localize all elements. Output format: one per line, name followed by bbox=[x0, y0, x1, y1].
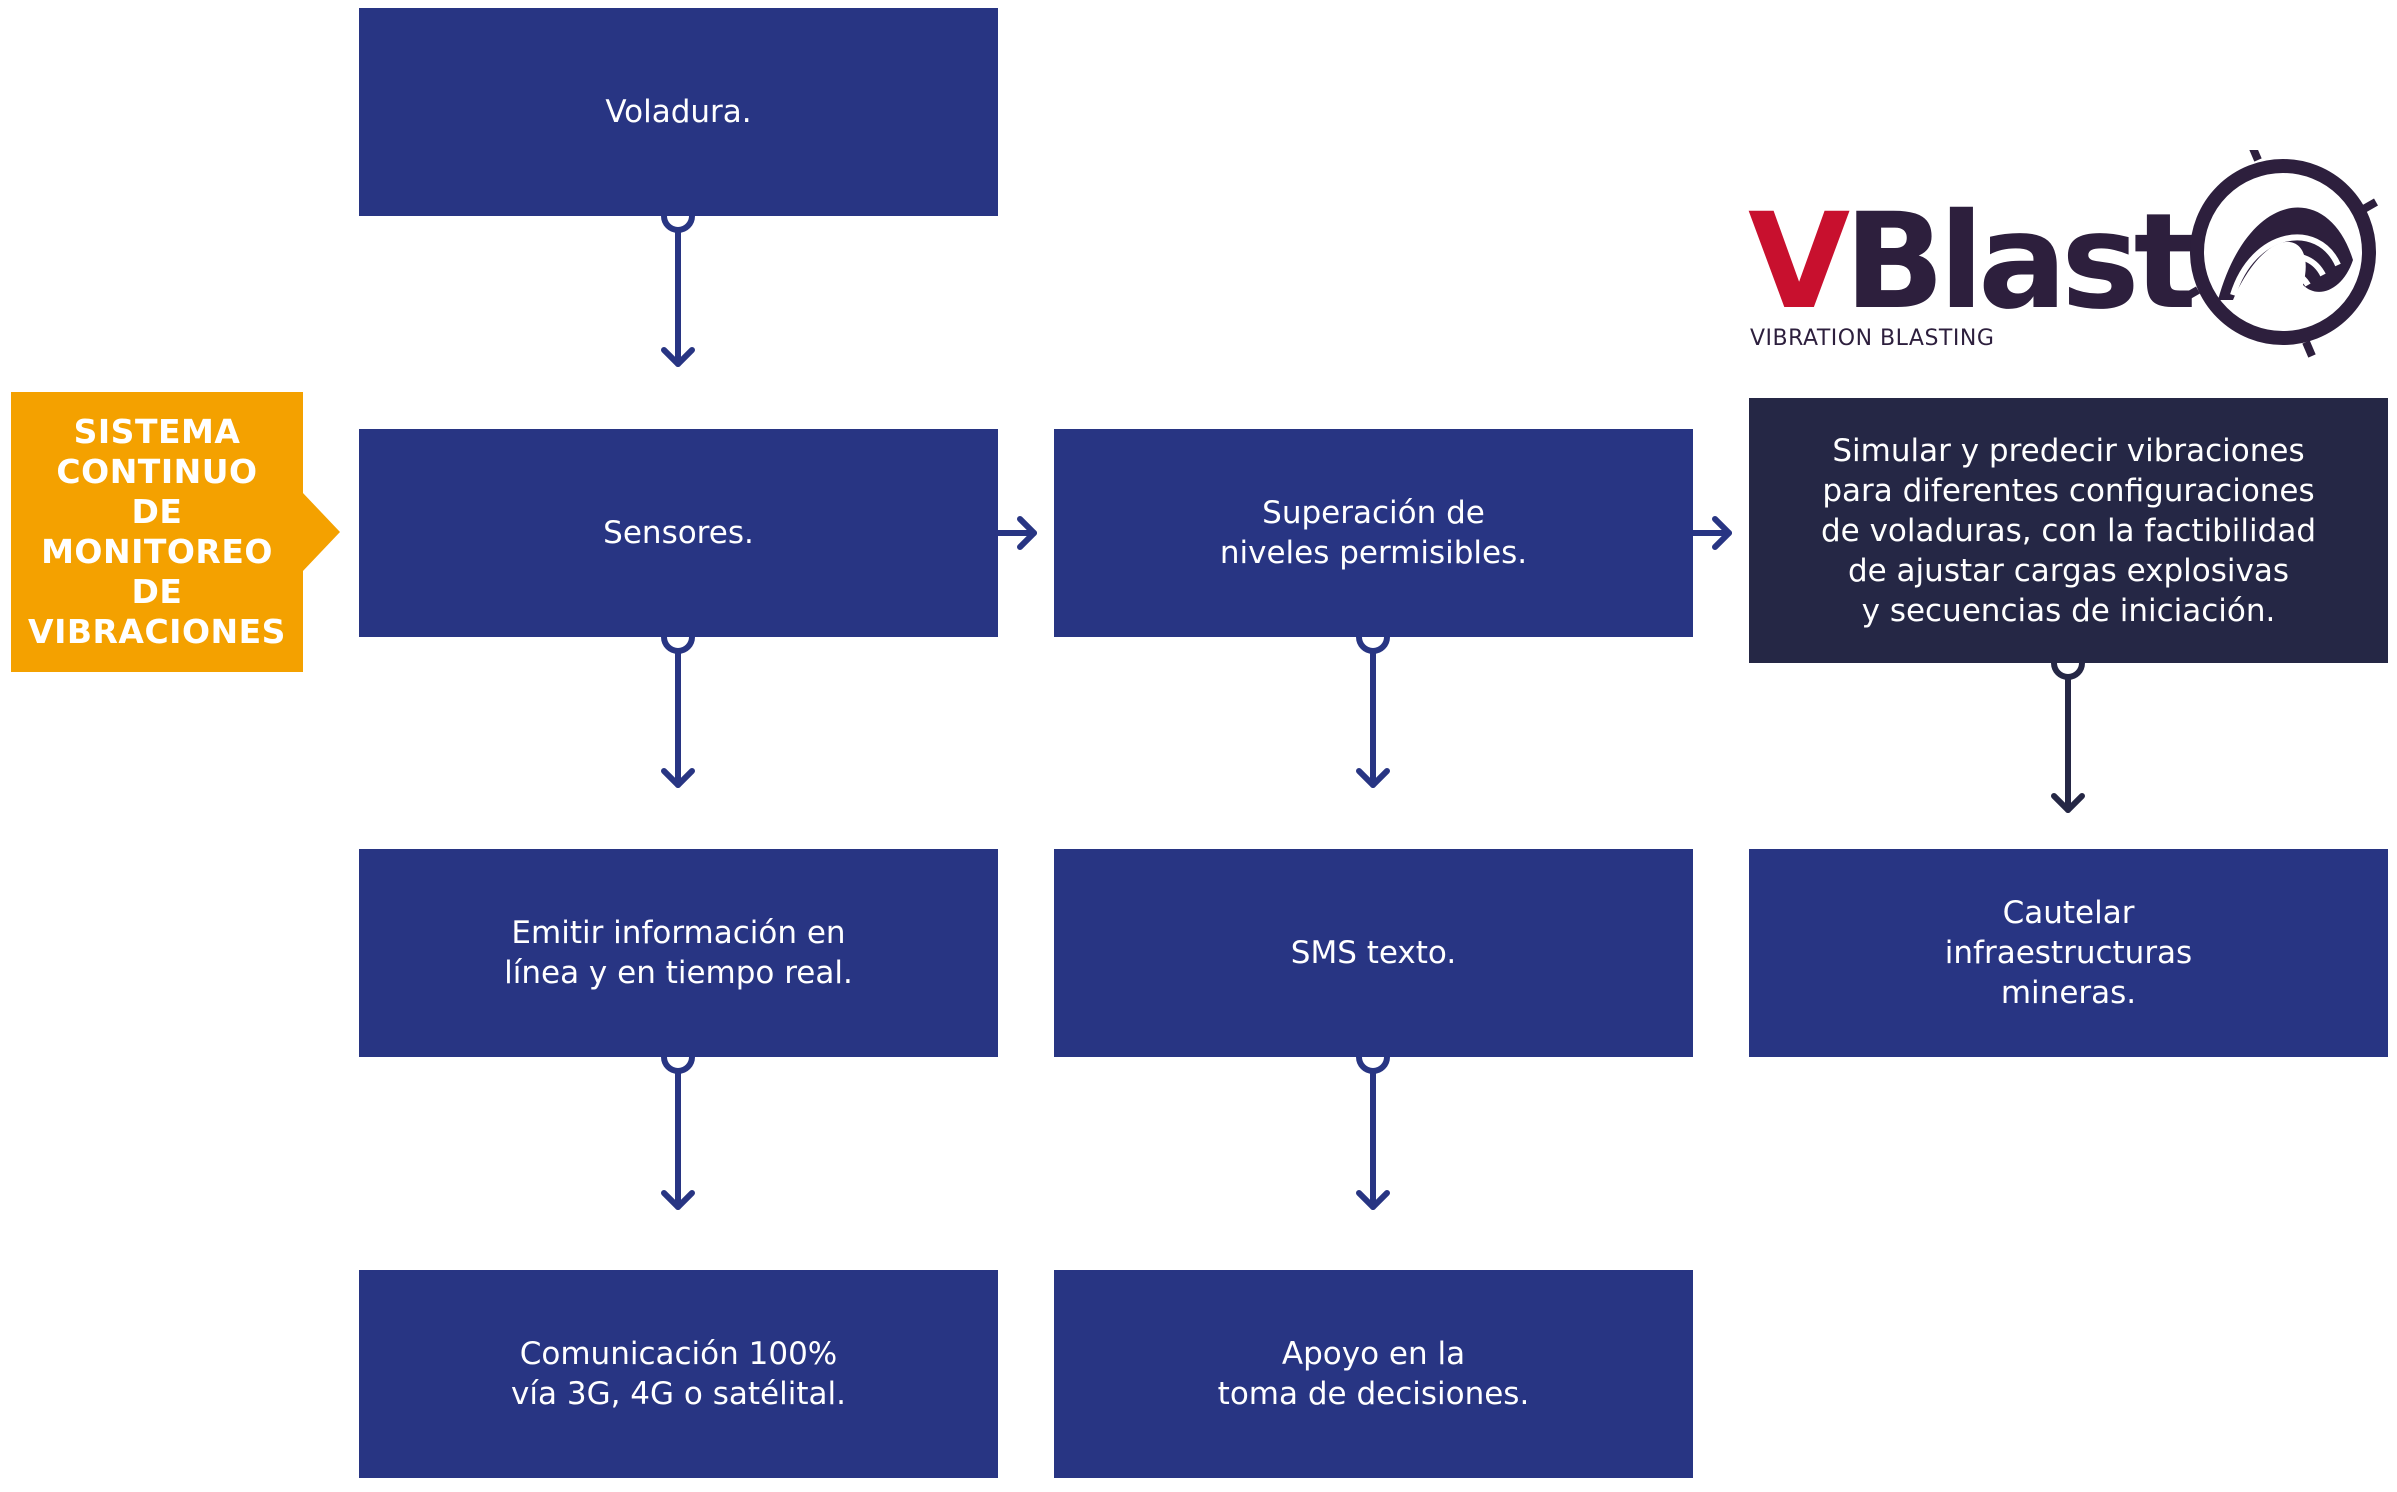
logo-subtitle: VIBRATION BLASTING bbox=[1750, 326, 1995, 351]
box-emitir: Emitir información en línea y en tiempo … bbox=[359, 849, 998, 1057]
arrow-emitir-comunicacion bbox=[661, 1054, 695, 1210]
arrow-sensores-emitir bbox=[661, 634, 695, 788]
arrow-superacion-sms bbox=[1356, 634, 1390, 788]
blast-circle-icon bbox=[2182, 150, 2378, 358]
logo-wordmark: VBlast bbox=[1748, 192, 2197, 332]
box-sms: SMS texto. bbox=[1054, 849, 1693, 1057]
side-label: SISTEMA CONTINUO DE MONITOREO DE VIBRACI… bbox=[11, 392, 303, 672]
arrow-sensores-superacion bbox=[995, 516, 1037, 550]
logo-first-letter: V bbox=[1748, 185, 1850, 339]
box-voladura: Voladura. bbox=[359, 8, 998, 216]
arrow-voladura-sensores bbox=[661, 213, 695, 367]
box-comunicacion: Comunicación 100% vía 3G, 4G o satélital… bbox=[359, 1270, 998, 1478]
arrow-sms-apoyo bbox=[1356, 1054, 1390, 1210]
logo-word-rest: Blast bbox=[1844, 185, 2197, 339]
arrow-superacion-simular bbox=[1690, 516, 1732, 550]
box-sensores: Sensores. bbox=[359, 429, 998, 637]
box-simular: Simular y predecir vibraciones para dife… bbox=[1749, 398, 2388, 663]
box-cautelar: Cautelar infraestructuras mineras. bbox=[1749, 849, 2388, 1057]
side-label-pointer bbox=[302, 492, 340, 572]
arrow-simular-cautelar bbox=[2051, 660, 2085, 813]
box-superacion: Superación de niveles permisibles. bbox=[1054, 429, 1693, 637]
vblast-logo: VBlast VIBRATION BLASTING bbox=[1740, 150, 2397, 370]
box-apoyo: Apoyo en la toma de decisiones. bbox=[1054, 1270, 1693, 1478]
